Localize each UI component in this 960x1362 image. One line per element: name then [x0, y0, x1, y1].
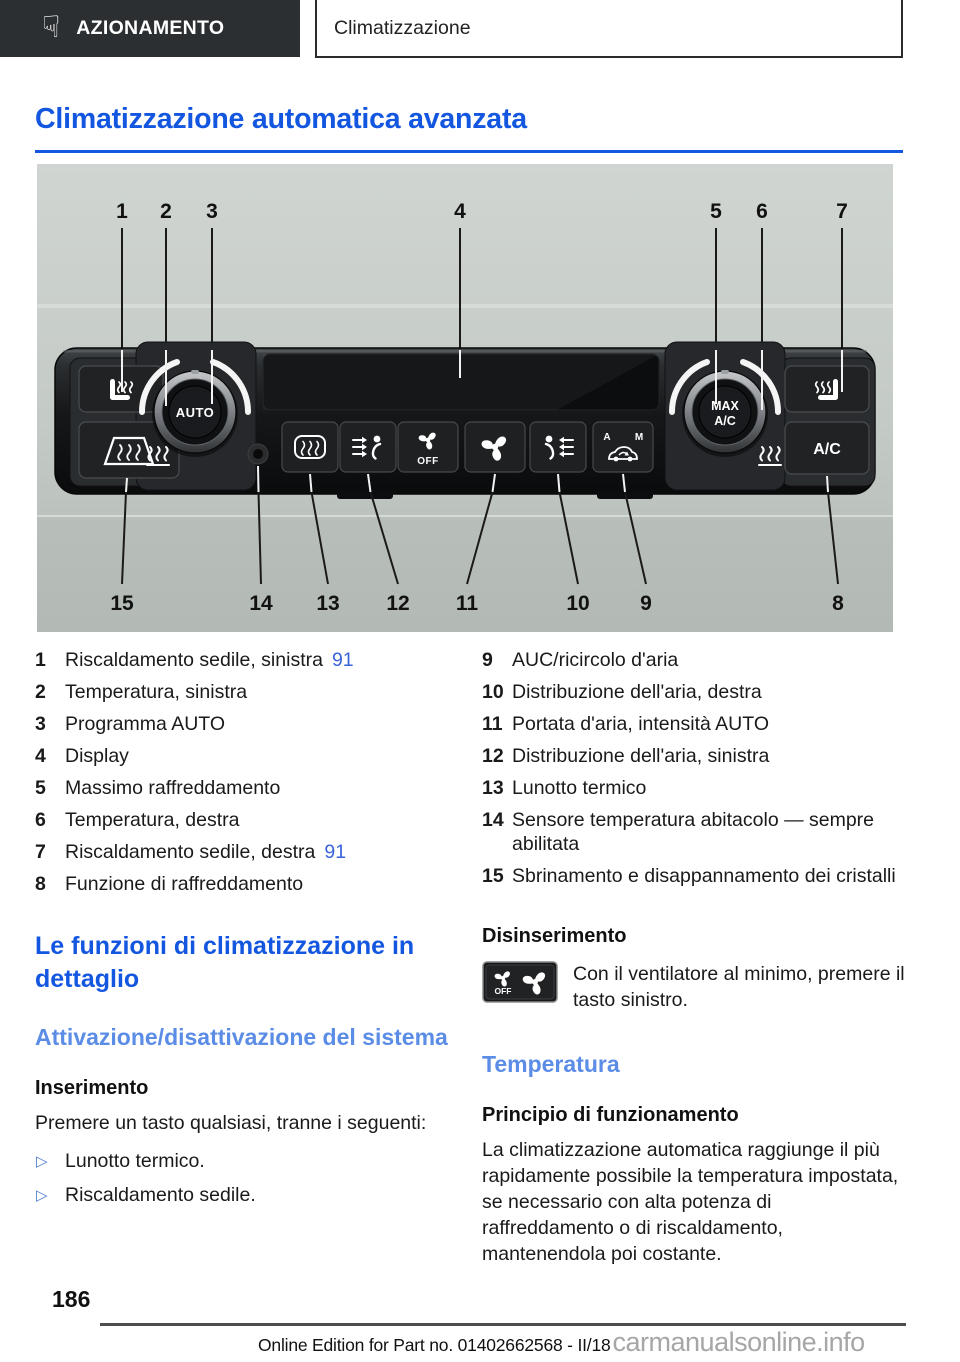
paragraph-inserimento: Premere un tasto qualsiasi, tranne i seg…: [35, 1112, 427, 1134]
climate-display: [262, 353, 660, 411]
ac-button: A/C: [784, 421, 870, 475]
auto-temperature-knob-left: AUTO: [142, 362, 248, 457]
fan-off-button-image: OFF: [482, 961, 558, 1003]
edition-note: Online Edition for Part no. 01402662568 …: [258, 1335, 611, 1355]
section-heading-temperatura: Temperatura: [482, 1051, 620, 1077]
svg-text:OFF: OFF: [417, 456, 439, 467]
seat-heating-right-button: [784, 365, 870, 413]
off-instruction-row: OFF Con il ventilatore al minimo, premer…: [482, 961, 906, 1013]
callout-lines-bottom: [121, 491, 839, 585]
car-recirculation-icon: [608, 446, 638, 462]
subheading-inserimento: Inserimento: [35, 1077, 149, 1099]
triangle-bullet-icon: ▷: [36, 1153, 48, 1170]
svg-text:10: 10: [566, 592, 589, 615]
svg-text:12: 12: [386, 592, 409, 615]
fan-button: [464, 421, 526, 473]
watermark: carmanualsonline.info: [612, 1327, 866, 1357]
air-distribution-right-button: [529, 421, 587, 473]
rear-defrost-button: [281, 421, 339, 473]
callout-lines-panel: [121, 350, 843, 493]
svg-text:7: 7: [836, 200, 848, 223]
callout-lines-top: [121, 228, 843, 350]
paragraph-disinserimento: Con il ventilatore al minimo, premere il…: [573, 963, 905, 1011]
climate-control-panel: AUTO OFF: [54, 341, 876, 499]
svg-text:6: 6: [756, 200, 768, 223]
svg-text:M: M: [635, 432, 643, 443]
page-number: 186: [52, 1286, 91, 1312]
pointing-hand-icon: ☟: [42, 10, 61, 44]
svg-text:5: 5: [710, 200, 722, 223]
rear-defrost-icon: [294, 435, 326, 459]
svg-text:AUTO: AUTO: [176, 405, 215, 420]
paragraph-principio: La climatizzazione automatica raggiunge …: [482, 1139, 899, 1265]
chapter-tab: ☟ AZIONAMENTO: [0, 0, 300, 57]
svg-text:9: 9: [640, 592, 652, 615]
svg-text:OFF: OFF: [495, 986, 512, 996]
svg-text:A: A: [603, 432, 610, 443]
windshield-defrost-icon: [103, 436, 155, 466]
chapter-title: AZIONAMENTO: [76, 17, 225, 39]
section-header-box: Climatizzazione: [315, 0, 903, 58]
fan-off-button: OFF: [397, 421, 459, 473]
max-ac-knob-right: MAX A/C: [672, 362, 778, 457]
section-title: Climatizzazione: [334, 16, 471, 39]
page-reference-link[interactable]: 91: [324, 841, 347, 863]
footer-rule: [100, 1323, 906, 1326]
exception-list: ▷Lunotto termico. ▷Riscaldamento sedile.: [35, 1148, 477, 1208]
subheading-principio: Principio di funzionamento: [482, 1104, 739, 1126]
air-distribution-left-button: [339, 421, 397, 473]
svg-text:11: 11: [456, 592, 479, 615]
triangle-bullet-icon: ▷: [36, 1187, 48, 1204]
section-heading-activation: Attivazione/disattivazione del sistema: [35, 1024, 448, 1050]
svg-text:MAX: MAX: [711, 399, 739, 413]
page-reference-link[interactable]: 91: [331, 649, 354, 671]
list-item: ▷Riscaldamento sedile.: [35, 1182, 477, 1208]
page-title: Climatizzazione automatica avanzata: [35, 103, 527, 135]
svg-text:2: 2: [160, 200, 172, 223]
section-heading-functions: Le funzioni di climatizzazione in dettag…: [35, 932, 415, 993]
list-item: ▷Lunotto termico.: [35, 1148, 477, 1174]
svg-text:3: 3: [206, 200, 218, 223]
svg-text:4: 4: [454, 200, 466, 223]
svg-text:A/C: A/C: [714, 414, 736, 428]
svg-text:8: 8: [832, 592, 844, 615]
callout-numbers: 1 2 3 4 5 6 7 15 14 13 12 11 10 9 8: [110, 200, 848, 615]
svg-text:A/C: A/C: [813, 441, 841, 458]
svg-text:14: 14: [249, 592, 273, 615]
climate-panel-figure: AUTO OFF: [37, 164, 893, 632]
svg-text:13: 13: [316, 592, 339, 615]
title-underline: [35, 150, 903, 153]
svg-text:15: 15: [110, 592, 134, 615]
subheading-disinserimento: Disinserimento: [482, 925, 627, 947]
footer-line: Online Edition for Part no. 01402662568 …: [258, 1327, 865, 1358]
svg-text:1: 1: [116, 200, 128, 223]
recirculation-auc-button: A M: [592, 421, 654, 473]
temperature-sensor: [247, 443, 269, 465]
